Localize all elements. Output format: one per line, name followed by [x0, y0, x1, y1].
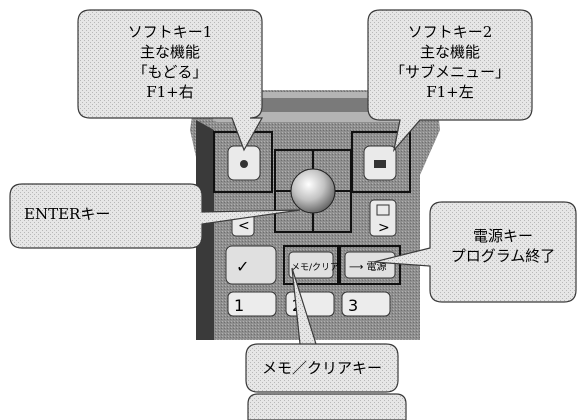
digit-row: 1 2 3: [227, 291, 391, 317]
right-arrow-key: >: [369, 199, 397, 237]
callout-softkey-1-line-1: ソフトキー1: [127, 23, 213, 41]
callout-enter-text: ENTERキー: [14, 204, 204, 224]
callout-softkey-2-text: ソフトキー2 主な機能 「サブメニュー」 F1+左: [368, 22, 532, 102]
call-key-glyph: ✓: [236, 257, 249, 276]
memo-clear-key: メモ/クリア: [283, 245, 339, 285]
callout-enter-bubble: [9, 183, 301, 249]
callout-softkey-2-line-3: 「サブメニュー」: [389, 63, 510, 81]
callout-softkey-1-line-2: 主な機能: [139, 43, 200, 61]
callout-softkey-2-bubble: [367, 9, 533, 153]
callout-blank-bubble: [247, 393, 407, 420]
callout-softkey-1-line-4: F1+右: [146, 83, 194, 101]
callout-power-line-1: 電源キー: [472, 227, 533, 245]
callout-softkey-2-line-2: 主な機能: [419, 43, 480, 61]
right-arrow-glyph: >: [378, 220, 390, 236]
callout-memo-clear-line-1: メモ／クリアキー: [261, 359, 382, 377]
softkey-1-button: [213, 131, 273, 193]
memo-clear-key-label: メモ/クリア: [291, 262, 339, 273]
directional-pad: [274, 149, 352, 233]
callout-memo-clear-bubble: [245, 267, 399, 393]
callout-softkey-1-text: ソフトキー1 主な機能 「もどる」 F1+右: [78, 22, 262, 102]
callout-power-text: 電源キー プログラム終了: [430, 226, 576, 266]
callout-softkey-2-line-1: ソフトキー2: [407, 23, 493, 41]
power-key-label: ⟶ 電源: [349, 260, 387, 273]
callout-softkey-1-line-3: 「もどる」: [132, 63, 208, 81]
callout-softkey-1-bubble: [77, 9, 264, 152]
callout-power-line-2: プログラム終了: [450, 247, 556, 265]
digit-1-key: 1: [234, 296, 244, 315]
left-arrow-glyph: <: [238, 218, 250, 234]
callout-enter-line-1: ENTERキー: [24, 205, 111, 223]
power-key: ⟶ 電源: [339, 245, 401, 285]
digit-3-key: 3: [348, 296, 358, 315]
callout-memo-clear-text: メモ／クリアキー: [246, 358, 398, 378]
callout-power-bubble: [373, 201, 577, 303]
call-key: ✓: [225, 245, 277, 285]
callout-softkey-2-line-4: F1+左: [426, 83, 474, 101]
